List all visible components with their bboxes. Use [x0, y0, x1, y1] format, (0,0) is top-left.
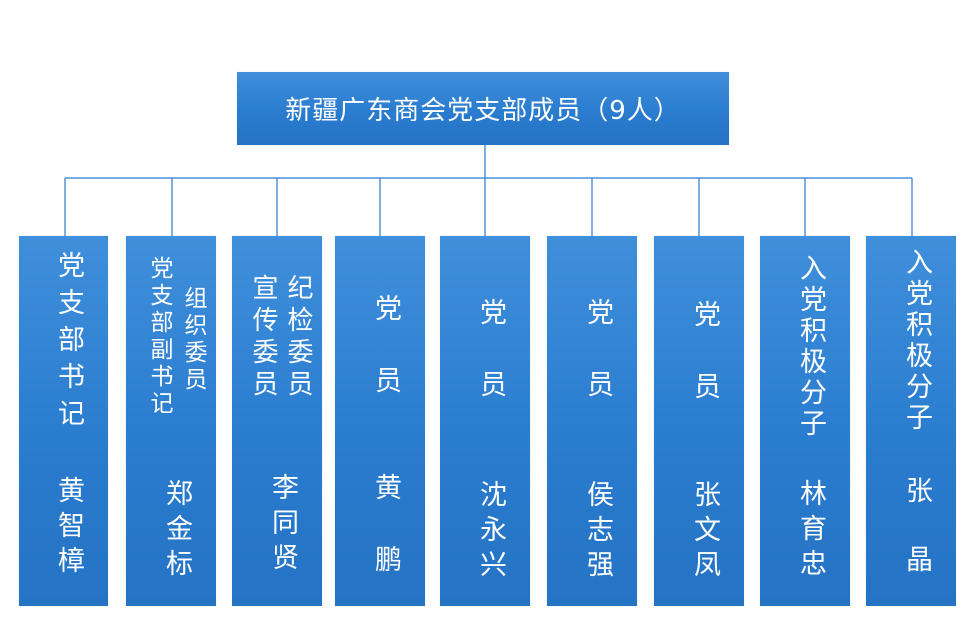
- member-box-9: 入党积极分子 张晶: [866, 236, 956, 614]
- member-name: 黄鹏: [370, 473, 401, 617]
- member-name: 林育忠: [795, 479, 826, 584]
- member-box-7: 党员 张文凤: [654, 236, 744, 606]
- member-role: 党员: [582, 298, 613, 442]
- member-role-line1: 党支部副书记: [146, 256, 172, 418]
- member-name: 郑金标: [161, 479, 192, 584]
- member-role: 入党积极分子: [795, 254, 826, 440]
- member-box-2: 党支部副书记 组织委员 郑金标: [126, 236, 216, 606]
- member-name: 李同贤: [267, 473, 298, 578]
- member-name: 沈永兴: [475, 480, 506, 585]
- org-title-box: 新疆广东商会党支部成员（9人）: [237, 72, 729, 145]
- member-role: 党员: [475, 298, 506, 442]
- member-name: 张文凤: [689, 480, 720, 585]
- member-role: 党员: [370, 294, 401, 438]
- member-role: 党员: [689, 300, 720, 444]
- member-box-4: 党员 黄鹏: [335, 236, 425, 617]
- member-box-5: 党员 沈永兴: [440, 236, 530, 606]
- member-box-1: 党支部书记 黄智樟: [19, 236, 108, 606]
- member-role-line2: 纪检委员: [283, 274, 313, 402]
- member-name: 张晶: [901, 476, 932, 614]
- member-role: 党支部书记: [53, 251, 84, 436]
- member-box-3: 宣传委员 纪检委员 李同贤: [232, 236, 322, 606]
- member-box-8: 入党积极分子 林育忠: [760, 236, 850, 606]
- member-box-6: 党员 侯志强: [547, 236, 637, 606]
- member-role-line2: 组织委员: [180, 286, 206, 394]
- member-name: 侯志强: [582, 480, 613, 585]
- org-title: 新疆广东商会党支部成员（9人）: [285, 96, 681, 126]
- member-role-line1: 宣传委员: [248, 274, 278, 402]
- member-role: 入党积极分子: [901, 248, 932, 434]
- member-name: 黄智樟: [53, 476, 84, 581]
